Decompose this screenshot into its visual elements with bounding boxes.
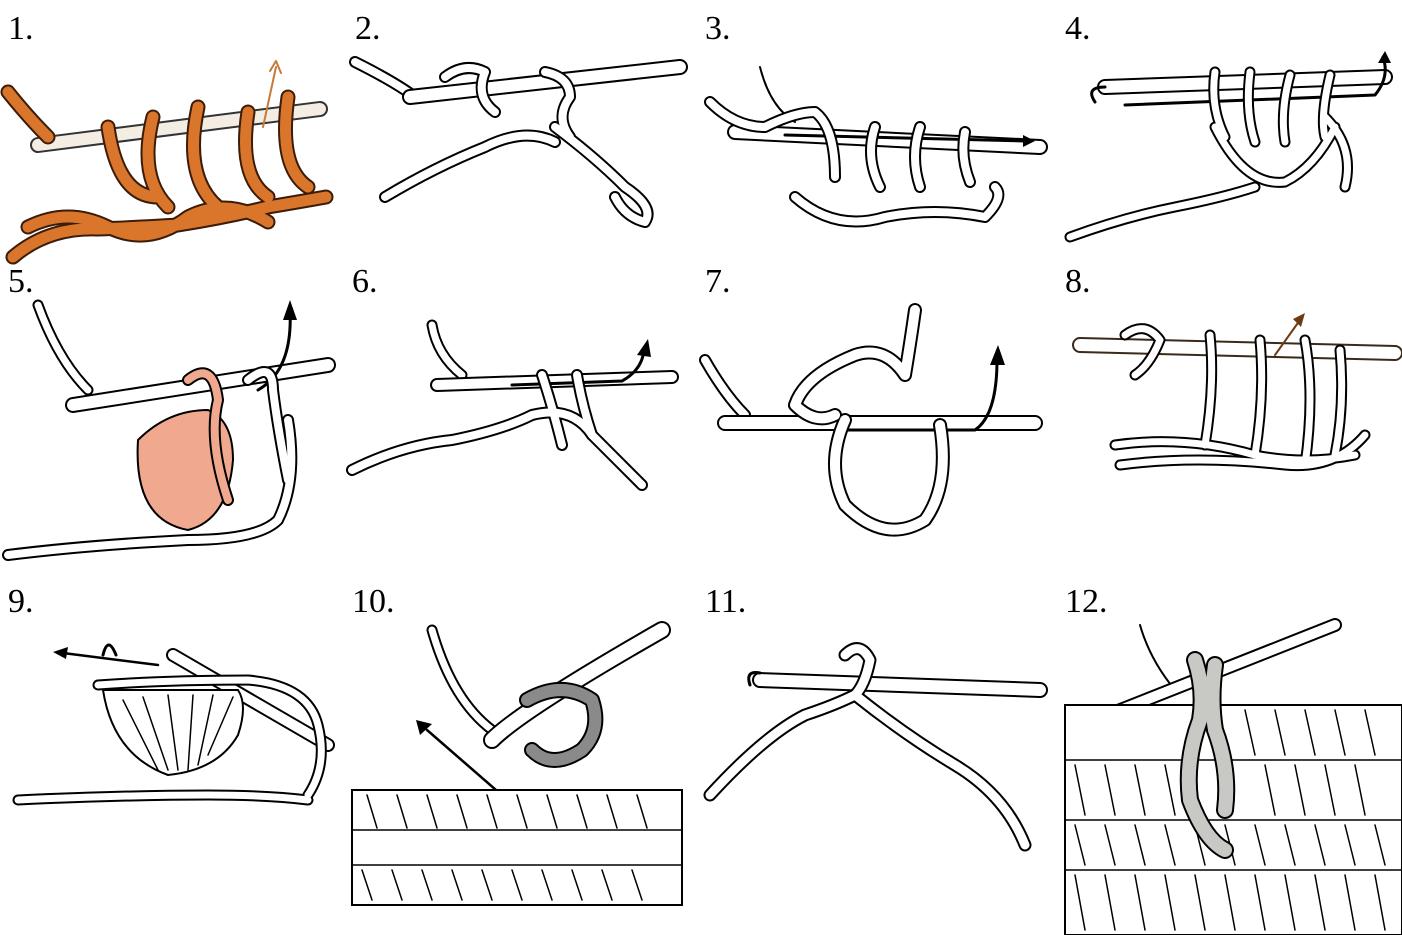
crochet-hook-illustration (705, 57, 1045, 247)
step-11: 11. (705, 585, 1045, 865)
step-4: 4. (1065, 12, 1395, 262)
crochet-hook-illustration (1065, 57, 1395, 247)
step-6-illustration (352, 315, 682, 490)
step-5-illustration (8, 300, 338, 565)
step-2: 2. (355, 12, 685, 262)
crochet-hook-illustration (355, 57, 685, 237)
step-12: 12. (1065, 585, 1402, 935)
step-7-illustration (705, 305, 1045, 550)
step-number: 3. (705, 12, 731, 46)
step-1-illustration (8, 57, 328, 262)
step-1: 1. (8, 12, 328, 262)
step-8-illustration (1065, 305, 1400, 485)
step-number: 1. (8, 12, 34, 46)
crochet-hook-illustration (8, 57, 328, 262)
step-7: 7. (705, 265, 1045, 555)
step-number: 4. (1065, 12, 1091, 46)
step-5: 5. (8, 265, 338, 565)
crochet-hook-illustration (1065, 305, 1400, 485)
crochet-hook-illustration (1065, 620, 1402, 935)
step-number: 6. (352, 265, 378, 299)
crochet-hook-illustration (705, 635, 1045, 855)
step-number: 7. (705, 265, 731, 299)
step-2-illustration (355, 57, 685, 237)
step-11-illustration (705, 635, 1045, 855)
step-12-illustration (1065, 620, 1402, 935)
step-number: 5. (8, 265, 34, 299)
crochet-hook-illustration (352, 315, 682, 490)
step-number: 10. (352, 585, 395, 619)
crochet-hook-illustration (705, 305, 1045, 550)
step-6: 6. (352, 265, 682, 495)
step-number: 11. (705, 585, 746, 619)
step-3: 3. (705, 12, 1045, 262)
step-10-illustration (352, 620, 682, 905)
step-number: 2. (355, 12, 381, 46)
step-8: 8. (1065, 265, 1400, 495)
step-3-illustration (705, 57, 1045, 247)
step-number: 8. (1065, 265, 1091, 299)
step-4-illustration (1065, 57, 1395, 247)
step-number: 12. (1065, 585, 1108, 619)
crochet-hook-illustration (352, 620, 682, 905)
crochet-hook-illustration (8, 300, 338, 565)
step-9-illustration (8, 625, 338, 825)
step-10: 10. (352, 585, 682, 905)
crochet-hook-illustration (8, 625, 338, 825)
step-9: 9. (8, 585, 338, 825)
step-number: 9. (8, 585, 34, 619)
